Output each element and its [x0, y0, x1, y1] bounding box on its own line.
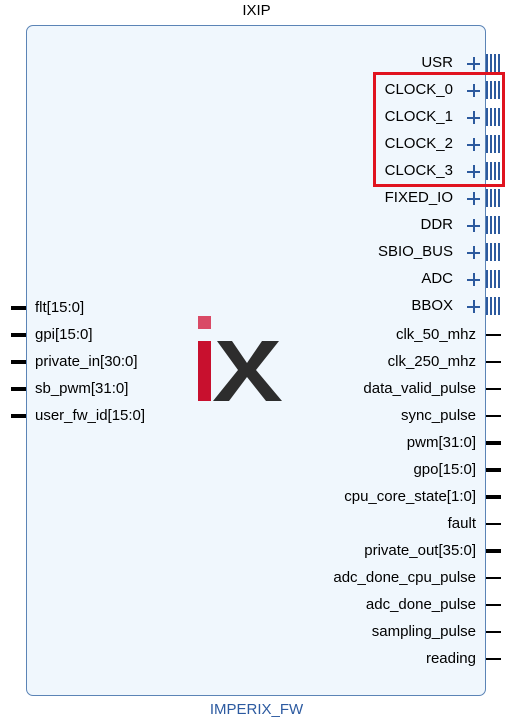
expand-plus-icon[interactable]: [467, 165, 480, 178]
bus-interface-icon: [486, 81, 500, 99]
interface-label: DDR: [420, 216, 454, 233]
bus-interface-icon: [486, 135, 500, 153]
port-pin[interactable]: [486, 361, 501, 363]
port-label: reading: [425, 650, 476, 667]
port-label: adc_done_cpu_pulse: [333, 569, 476, 586]
port-label: flt[15:0]: [35, 299, 85, 316]
port-pin[interactable]: [486, 604, 501, 606]
port-pin[interactable]: [11, 387, 26, 391]
port-pin[interactable]: [486, 631, 501, 633]
bus-interface-icon: [486, 162, 500, 180]
port-label: cpu_core_state[1:0]: [344, 488, 476, 505]
port-label: sb_pwm[31:0]: [35, 380, 129, 397]
port-label: gpi[15:0]: [35, 326, 93, 343]
block-subtitle: IMPERIX_FW: [209, 701, 304, 718]
port-pin[interactable]: [11, 360, 26, 364]
expand-plus-icon[interactable]: [467, 273, 480, 286]
expand-plus-icon[interactable]: [467, 57, 480, 70]
port-label: pwm[31:0]: [406, 434, 476, 451]
port-pin[interactable]: [11, 333, 26, 337]
port-pin[interactable]: [486, 495, 501, 499]
logo-i-stem: [198, 341, 211, 401]
port-label: sync_pulse: [400, 407, 476, 424]
logo-i-dot: [198, 316, 211, 329]
port-label: adc_done_pulse: [365, 596, 476, 613]
expand-plus-icon[interactable]: [467, 84, 480, 97]
port-pin[interactable]: [11, 414, 26, 418]
port-label: data_valid_pulse: [363, 380, 476, 397]
port-label: user_fw_id[15:0]: [35, 407, 146, 424]
ix-logo: [198, 316, 282, 401]
expand-plus-icon[interactable]: [467, 246, 480, 259]
port-pin[interactable]: [486, 334, 501, 336]
port-pin[interactable]: [486, 577, 501, 579]
interface-label: CLOCK_2: [384, 135, 453, 152]
port-pin[interactable]: [486, 658, 501, 660]
interface-label: CLOCK_3: [384, 162, 453, 179]
port-label: clk_250_mhz: [387, 353, 476, 370]
port-pin[interactable]: [486, 415, 501, 417]
bus-interface-icon: [486, 189, 500, 207]
bus-interface-icon: [486, 216, 500, 234]
bus-interface-icon: [486, 297, 500, 315]
port-pin[interactable]: [486, 549, 501, 553]
logo-x: [213, 341, 282, 401]
bus-interface-icon: [486, 243, 500, 261]
bus-interface-icon: [486, 108, 500, 126]
block-title: IXIP: [242, 2, 271, 19]
interface-label: SBIO_BUS: [377, 243, 453, 260]
interface-label: ADC: [421, 270, 453, 287]
expand-plus-icon[interactable]: [467, 192, 480, 205]
port-label: gpo[15:0]: [413, 461, 476, 478]
port-label: private_out[35:0]: [364, 542, 476, 559]
port-pin[interactable]: [11, 306, 26, 310]
port-pin[interactable]: [486, 388, 501, 390]
port-label: fault: [447, 515, 476, 532]
interface-label: CLOCK_0: [384, 81, 453, 98]
expand-plus-icon[interactable]: [467, 138, 480, 151]
expand-plus-icon[interactable]: [467, 219, 480, 232]
interface-label: FIXED_IO: [384, 189, 453, 206]
interface-label: BBOX: [411, 297, 453, 314]
bus-interface-icon: [486, 54, 500, 72]
port-pin[interactable]: [486, 468, 501, 472]
port-pin[interactable]: [486, 441, 501, 445]
expand-plus-icon[interactable]: [467, 111, 480, 124]
port-label: clk_50_mhz: [395, 326, 476, 343]
bus-interface-icon: [486, 270, 500, 288]
port-pin[interactable]: [486, 523, 501, 525]
interface-label: CLOCK_1: [384, 108, 453, 125]
port-label: private_in[30:0]: [35, 353, 138, 370]
expand-plus-icon[interactable]: [467, 300, 480, 313]
port-label: sampling_pulse: [371, 623, 476, 640]
interface-label: USR: [421, 54, 453, 71]
clock-interfaces-highlight: [373, 72, 505, 187]
